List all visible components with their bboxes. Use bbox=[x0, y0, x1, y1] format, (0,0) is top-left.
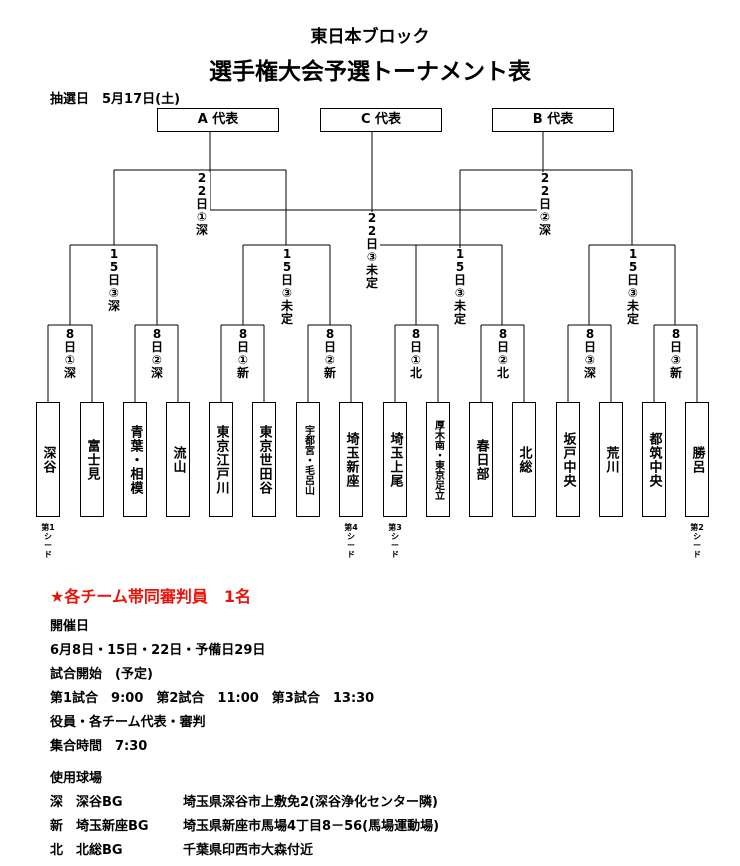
final-center-label: 22日③未定 bbox=[364, 211, 380, 290]
team-name: 青葉・相模 bbox=[127, 424, 143, 495]
rep-b: B 代表 bbox=[492, 108, 614, 132]
dates-label: 開催日 bbox=[50, 619, 90, 634]
team-box: 坂戸中央 bbox=[556, 402, 580, 517]
r8-label: 8日②深 bbox=[149, 327, 165, 380]
start-label: 試合開始 (予定) bbox=[50, 667, 153, 682]
rep-a: A 代表 bbox=[157, 108, 279, 132]
venue-address: 千葉県印西市大森付近 bbox=[183, 843, 314, 858]
team-name: 勝呂 bbox=[689, 445, 705, 474]
team-name: 埼玉新座 bbox=[343, 431, 359, 488]
team-name: 東京江戸川 bbox=[213, 424, 229, 495]
r15-label: 15日③未定 bbox=[625, 247, 641, 326]
r8-label: 8日②新 bbox=[322, 327, 338, 380]
team-box: 東京江戸川 bbox=[209, 402, 233, 517]
team-box: 勝呂 bbox=[685, 402, 709, 517]
r8-label: 8日①深 bbox=[62, 327, 78, 380]
lottery-date: 抽選日 5月17日(土) bbox=[50, 92, 181, 107]
team-box: 富士見 bbox=[80, 402, 104, 517]
r8-label: 8日③深 bbox=[582, 327, 598, 380]
team-box: 都筑中央 bbox=[642, 402, 666, 517]
team-box: 深谷 bbox=[36, 402, 60, 517]
team-box: 東京世田谷 bbox=[252, 402, 276, 517]
seed-label: 第4シード bbox=[344, 523, 358, 559]
dates-value: 6月8日・15日・22日・予備日29日 bbox=[50, 643, 266, 658]
venue-address: 埼玉県新座市馬場4丁目8－56(馬場運動場) bbox=[183, 819, 440, 834]
officials: 役員・各チーム代表・審判 bbox=[50, 715, 206, 730]
final-right-label: 22日②深 bbox=[537, 171, 553, 237]
r8-label: 8日②北 bbox=[495, 327, 511, 380]
block-title: 東日本ブロック bbox=[310, 27, 430, 47]
team-name: 荒川 bbox=[603, 445, 619, 474]
team-name: 東京世田谷 bbox=[256, 424, 272, 495]
start-times: 第1試合 9:00 第2試合 11:00 第3試合 13:30 bbox=[50, 691, 375, 706]
referee-notice: ★各チーム帯同審判員 1名 bbox=[50, 587, 251, 606]
venue-address: 埼玉県深谷市上敷免2(深谷浄化センター隣) bbox=[183, 795, 438, 810]
r8-label: 8日①北 bbox=[408, 327, 424, 380]
team-name: 埼玉上尾 bbox=[387, 431, 403, 488]
team-box: 青葉・相模 bbox=[123, 402, 147, 517]
venues-label: 使用球場 bbox=[50, 771, 103, 786]
team-box: 荒川 bbox=[599, 402, 623, 517]
team-box: 春日部 bbox=[469, 402, 493, 517]
team-box: 埼玉上尾 bbox=[383, 402, 407, 517]
page-title: 選手権大会予選トーナメント表 bbox=[209, 59, 531, 85]
r8-label: 8日③新 bbox=[668, 327, 684, 380]
venue-code: 北 北総BG bbox=[50, 843, 123, 858]
r15-label: 15日③深 bbox=[106, 247, 122, 313]
team-box: 流山 bbox=[166, 402, 190, 517]
rep-c: C 代表 bbox=[320, 108, 442, 132]
team-box: 埼玉新座 bbox=[339, 402, 363, 517]
team-name: 富士見 bbox=[84, 438, 100, 481]
assembly-time: 集合時間 7:30 bbox=[50, 739, 148, 754]
team-name: 都筑中央 bbox=[646, 431, 662, 488]
seed-label: 第2シード bbox=[690, 523, 704, 559]
team-box: 北総 bbox=[512, 402, 536, 517]
r8-label: 8日①新 bbox=[235, 327, 251, 380]
r15-label: 15日③未定 bbox=[452, 247, 468, 326]
team-name: 宇都宮・毛呂山 bbox=[302, 424, 314, 495]
seed-label: 第1シード bbox=[41, 523, 55, 559]
seed-label: 第3シード bbox=[388, 523, 402, 559]
team-name: 厚木南・東京足立 bbox=[432, 419, 444, 500]
venue-code: 深 深谷BG bbox=[50, 795, 123, 810]
r15-label: 15日③未定 bbox=[279, 247, 295, 326]
team-box: 厚木南・東京足立 bbox=[426, 402, 450, 517]
team-name: 深谷 bbox=[40, 445, 56, 474]
team-name: 流山 bbox=[170, 445, 186, 474]
final-left-label: 22日①深 bbox=[194, 171, 210, 237]
team-box: 宇都宮・毛呂山 bbox=[296, 402, 320, 517]
team-name: 坂戸中央 bbox=[560, 431, 576, 488]
team-name: 北総 bbox=[516, 445, 532, 474]
venue-code: 新 埼玉新座BG bbox=[50, 819, 149, 834]
team-name: 春日部 bbox=[473, 438, 489, 481]
